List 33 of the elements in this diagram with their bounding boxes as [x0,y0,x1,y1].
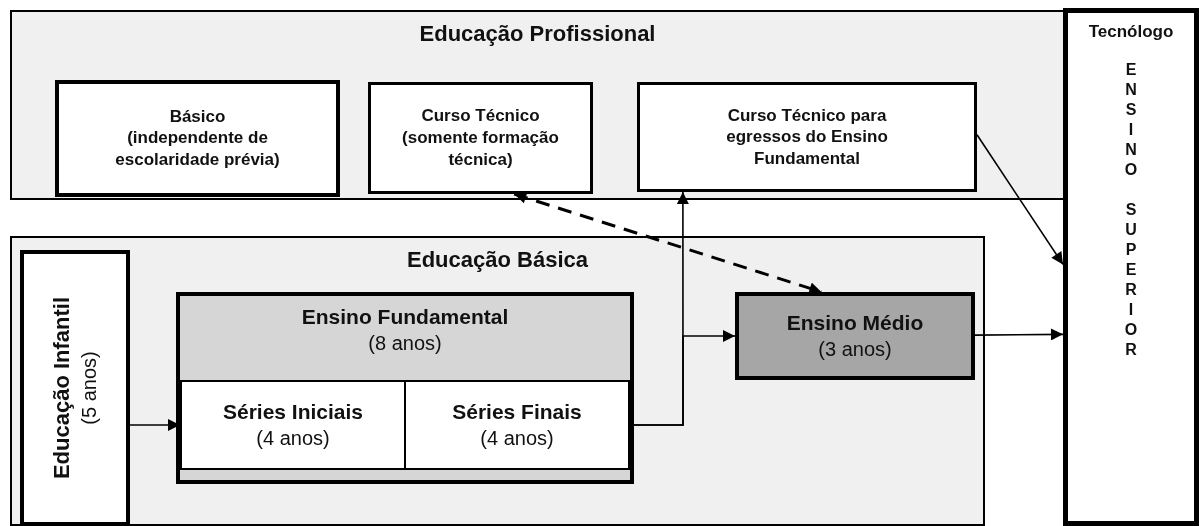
box-subtitle: (5 anos) [76,351,101,425]
box-title: Básico [169,105,226,128]
column-heading: Tecnólogo [1088,21,1174,43]
box-subtitle: (3 anos) [818,337,892,363]
vertical-text: ENSINO SUPERIOR [1123,60,1139,361]
box-subtitle: (somente formação técnica) [401,126,560,171]
process-box [55,80,340,197]
band-panel [10,10,1065,200]
band-panel [10,236,985,526]
group-box [176,292,634,484]
process-box [404,380,630,470]
arrow [974,328,1064,341]
box-title: Ensino Médio [786,309,924,336]
band-title: Educação Básica [407,246,588,274]
box-subtitle: (4 anos) [480,426,554,452]
arrow [976,134,1064,266]
process-box [180,380,406,470]
box-title: Séries Iniciais [222,398,364,425]
process-box [368,82,593,194]
box-subtitle: (8 anos) [368,331,442,357]
process-box [735,292,975,380]
box-title: Curso Técnico [421,105,540,127]
box-subtitle: (independente de escolaridade prévia) [114,127,281,172]
process-box [637,82,977,192]
box-title: Curso Técnico para egressos do Ensino Fundamental [725,105,889,169]
box-title: Educação Infantil [48,296,76,480]
box-title: Ensino Fundamental [301,304,509,330]
column-panel [1063,8,1199,526]
band-title: Educação Profissional [419,20,656,48]
box-title: Séries Finais [452,398,582,425]
box-subtitle: (4 anos) [256,426,330,452]
dashed-arrow [513,191,822,295]
process-box [20,250,130,526]
